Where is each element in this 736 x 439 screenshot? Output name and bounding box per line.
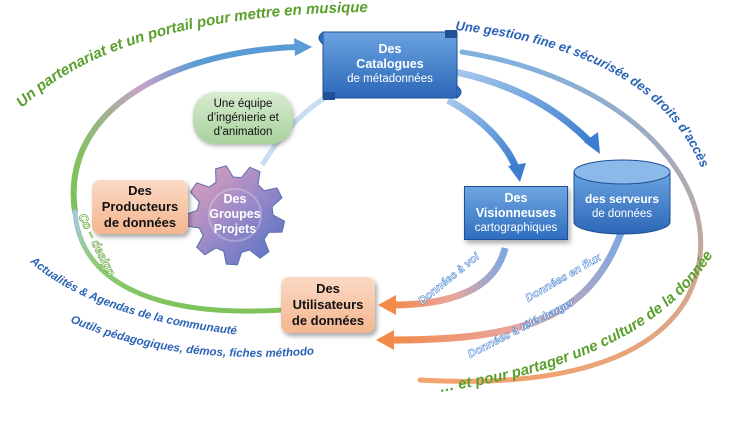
view-arrow	[391, 247, 509, 309]
equipe-line2: d’ingénierie et	[207, 112, 279, 124]
top-arc	[70, 44, 299, 215]
catalogue-to-viewers-arrowhead	[508, 163, 526, 182]
arc-text-gestion: Une gestion fine et sécurisée des droits…	[455, 18, 713, 169]
right-arc	[417, 49, 704, 384]
groupes-line2: Groupes	[209, 206, 261, 221]
utilisateurs-line3: de données	[291, 313, 365, 328]
top-arc-arrowhead	[294, 38, 312, 56]
visionneuses-line3: cartographiques	[474, 222, 558, 234]
producteurs-line1: Des	[128, 183, 152, 198]
catalogues-line1: Des	[378, 42, 402, 56]
serveurs-node: des serveurs de données	[574, 186, 670, 226]
left-arc	[72, 209, 285, 314]
utilisateurs-node: Des Utilisateurs de données	[281, 277, 375, 333]
arc-text-actualites: Actualités & Agendas de la communauté	[27, 254, 238, 337]
visionneuses-line1: Des	[504, 191, 528, 205]
scroll-shape	[318, 30, 462, 100]
catalogue-to-viewers-arrow	[446, 96, 520, 170]
catalogue-to-servers-arrow	[455, 68, 593, 145]
groupes-node: Des Groupes Projets	[200, 188, 270, 240]
utilisateurs-line2: Utilisateurs	[292, 297, 364, 312]
equipe-line1: Une équipe	[213, 98, 273, 110]
arrow-label-flux: Données en flux	[524, 251, 604, 304]
download-arrowhead	[376, 330, 394, 350]
groupes-line3: Projets	[213, 221, 257, 236]
producteurs-line2: Producteurs	[101, 199, 179, 214]
catalogue-to-servers-arrowhead	[584, 132, 600, 154]
visionneuses-line2: Visionneuses	[475, 206, 557, 220]
visionneuses-node: Des Visionneuses cartographiques	[464, 186, 568, 240]
catalogues-line2: Catalogues	[356, 57, 424, 71]
catalogues-node: Des Catalogues de métadonnées	[330, 36, 450, 92]
producteurs-line3: de données	[103, 215, 177, 230]
download-arrow	[389, 228, 626, 344]
groupes-line1: Des	[223, 191, 247, 206]
producteurs-node: Des Producteurs de données	[92, 180, 188, 234]
arc-text-partenariat: Un partenariat et un portail pour mettre…	[0, 0, 368, 111]
serveurs-line2: de données	[591, 207, 653, 220]
utilisateurs-line1: Des	[316, 281, 340, 296]
catalogues-line3: de métadonnées	[347, 73, 433, 85]
view-arrowhead	[378, 295, 396, 315]
database-cylinder	[573, 159, 671, 235]
equipe-line3: d’animation	[213, 126, 273, 138]
equipe-node: Une équipe d’ingénierie et d’animation	[193, 92, 293, 144]
serveurs-line1: des serveurs	[584, 191, 660, 206]
